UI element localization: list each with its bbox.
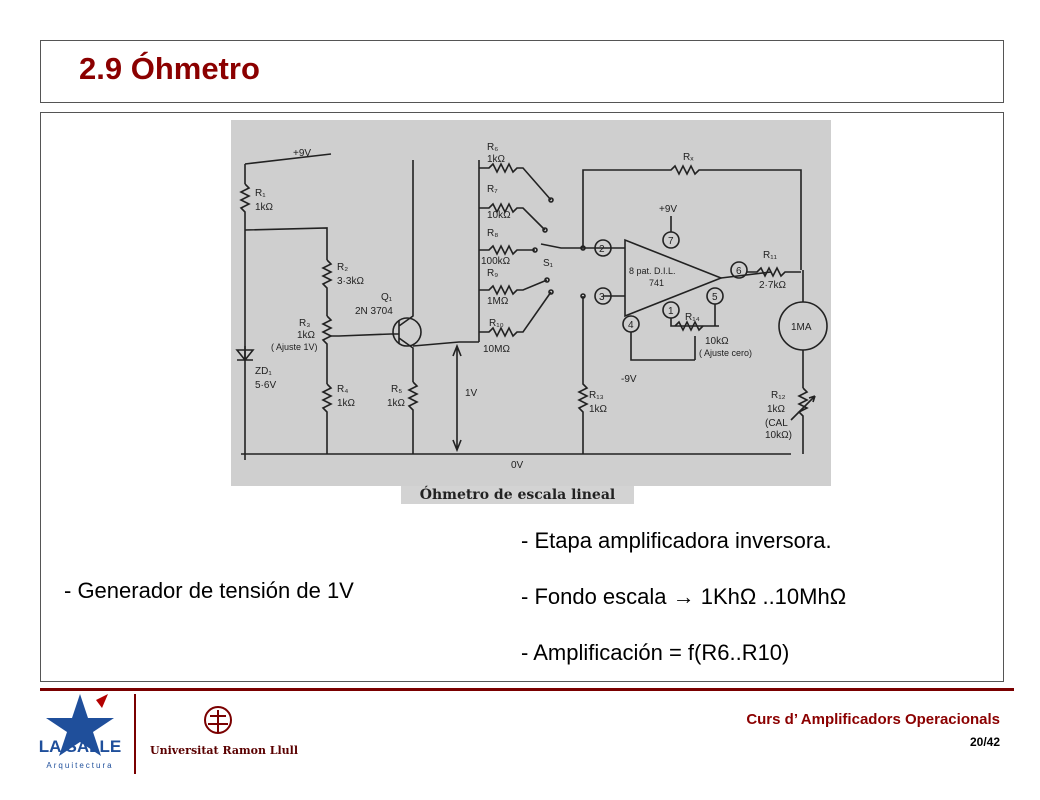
svg-text:R₁₂: R₁₂ [771, 390, 786, 401]
svg-text:4: 4 [628, 320, 634, 331]
svg-text:1kΩ: 1kΩ [255, 202, 274, 213]
svg-text:R₁₄: R₁₄ [685, 312, 700, 323]
course-title: Curs d’ Amplificadors Operacionals [746, 711, 1000, 728]
svg-text:R₁₀: R₁₀ [489, 318, 504, 329]
svg-text:1kΩ: 1kΩ [767, 404, 786, 415]
svg-text:6: 6 [736, 266, 742, 277]
svg-text:2·7kΩ: 2·7kΩ [759, 280, 786, 291]
svg-text:1MA: 1MA [791, 322, 812, 333]
svg-text:R₄: R₄ [337, 384, 348, 395]
svg-text:( Ajuste 1V): ( Ajuste 1V) [271, 342, 318, 352]
svg-text:R₇: R₇ [487, 184, 498, 195]
schematic-caption: Óhmetro de escala lineal [401, 486, 634, 504]
page-number: 20/42 [969, 735, 1000, 749]
svg-text:1kΩ: 1kΩ [589, 404, 608, 415]
content-box [40, 112, 1004, 682]
svg-text:+9V: +9V [659, 204, 677, 215]
svg-text:7: 7 [668, 236, 674, 247]
svg-text:8 pat. D.I.L.: 8 pat. D.I.L. [629, 266, 676, 276]
svg-text:R₈: R₈ [487, 228, 498, 239]
svg-text:10kΩ: 10kΩ [487, 210, 511, 221]
university-logo [148, 704, 298, 764]
title-box: 2.9 Óhmetro [40, 40, 1004, 103]
svg-text:10MΩ: 10MΩ [483, 344, 510, 355]
svg-text:R₆: R₆ [487, 142, 498, 153]
supply-label: +9V [293, 148, 311, 159]
left-bullet: - Generador de tensión de 1V [64, 578, 354, 603]
svg-text:R₃: R₃ [299, 318, 310, 329]
svg-text:5: 5 [712, 292, 718, 303]
svg-text:Arquitectura: Arquitectura [46, 761, 113, 770]
slide-title: 2.9 Óhmetro [79, 51, 260, 86]
svg-text:1V: 1V [465, 388, 478, 399]
svg-text:R₁₃: R₁₃ [589, 390, 604, 401]
bullet-item: - Fondo escala → 1KhΩ ..10MhΩ [521, 584, 847, 609]
svg-text:Rₓ: Rₓ [683, 152, 694, 163]
svg-text:741: 741 [649, 278, 664, 288]
svg-text:100kΩ: 100kΩ [481, 256, 511, 267]
svg-text:2: 2 [599, 244, 605, 255]
svg-text:2N 3704: 2N 3704 [355, 306, 393, 317]
footer-divider [40, 688, 1014, 691]
svg-text:1kΩ: 1kΩ [387, 398, 406, 409]
svg-text:-9V: -9V [621, 374, 637, 385]
svg-text:LA SALLE: LA SALLE [39, 737, 121, 756]
svg-text:3·3kΩ: 3·3kΩ [337, 276, 364, 287]
svg-text:R₂: R₂ [337, 262, 348, 273]
svg-text:( Ajuste cero): ( Ajuste cero) [699, 348, 752, 358]
svg-text:1MΩ: 1MΩ [487, 296, 509, 307]
la-salle-logo: LA SALLE Arquitectura [36, 690, 124, 774]
svg-text:(CAL: (CAL [765, 418, 788, 429]
svg-text:1: 1 [668, 306, 674, 317]
bullet-item: - Etapa amplificadora inversora. [521, 528, 832, 553]
bullet-item: - Amplificación = f(R6..R10) [521, 640, 790, 665]
svg-text:5·6V: 5·6V [255, 380, 276, 391]
svg-text:3: 3 [599, 292, 605, 303]
svg-text:1kΩ: 1kΩ [297, 330, 316, 341]
svg-text:1kΩ: 1kΩ [487, 154, 506, 165]
svg-text:10kΩ): 10kΩ) [765, 430, 792, 441]
svg-text:R₅: R₅ [391, 384, 402, 395]
svg-text:R₁₁: R₁₁ [763, 250, 778, 261]
logo-divider [134, 694, 136, 774]
svg-text:R₁: R₁ [255, 188, 266, 199]
university-name: Universitat Ramon Llull [150, 744, 299, 757]
svg-text:ZD₁: ZD₁ [255, 366, 272, 377]
svg-text:R₉: R₉ [487, 268, 498, 279]
svg-text:S₁: S₁ [543, 258, 554, 269]
svg-text:10kΩ: 10kΩ [705, 336, 729, 347]
right-bullet-list: - Etapa amplificadora inversora. - Fondo… [521, 526, 846, 694]
svg-text:1kΩ: 1kΩ [337, 398, 356, 409]
svg-text:Q₁: Q₁ [381, 292, 393, 303]
ground-label: 0V [511, 460, 524, 471]
